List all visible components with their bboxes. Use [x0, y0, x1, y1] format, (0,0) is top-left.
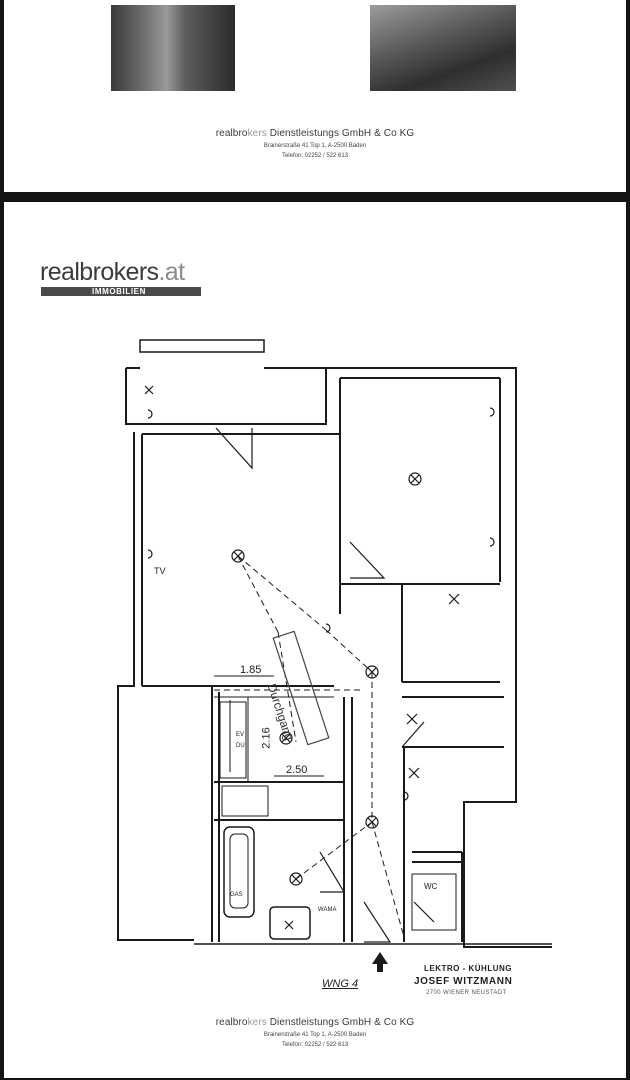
- wiring-lines: [214, 555, 405, 938]
- stamp-line-2: JOSEF WITZMANN: [414, 976, 513, 987]
- page-footer: realbrokers Dienstleistungs GmbH & Co KG…: [4, 128, 626, 159]
- light-fixtures: [231, 472, 422, 886]
- outer-wall-east: [264, 367, 552, 948]
- tv-outlet-label: TV: [154, 566, 166, 576]
- balcony-outline: [125, 367, 327, 425]
- passage-strip: [272, 630, 330, 746]
- footer-company: realbrokers Dienstleistungs GmbH & Co KG: [215, 128, 415, 139]
- document-page-2: realbrokers.at IMMOBILIEN: [4, 202, 626, 1078]
- gas-label: GAS: [230, 892, 243, 898]
- outlet-du-label: DU: [236, 743, 245, 749]
- dimension-width-label: 1.85: [240, 664, 262, 676]
- footer-company-2: realbrokers Dienstleistungs GmbH & Co KG: [215, 1017, 415, 1028]
- balcony-wall: [139, 339, 265, 353]
- outer-wall-west: [117, 432, 194, 941]
- realbrokers-logo: realbrokers.at IMMOBILIEN: [40, 260, 201, 296]
- footer-address-2: Brainerstraße 41 Top 1, A-2500 Baden: [263, 1032, 367, 1038]
- footer-phone: Telefon: 02252 / 522 613: [281, 153, 349, 159]
- stamp-line-3: 2700 WIENER NEUSTADT: [426, 990, 507, 996]
- entrance-arrow-icon: [372, 952, 388, 972]
- dimension-kitchen-label: 2.50: [286, 764, 308, 776]
- document-page-1: realbrokers Dienstleistungs GmbH & Co KG…: [4, 0, 626, 192]
- footer-phone-2: Telefon: 02252 / 522 613: [281, 1042, 349, 1048]
- wc-label: WC: [424, 882, 438, 891]
- floor-plan: [117, 339, 552, 972]
- stamp-line-1: LEKTRO - KÜHLUNG: [424, 964, 512, 973]
- page-footer-2: realbrokers Dienstleistungs GmbH & Co KG…: [4, 1017, 626, 1048]
- hallway-photo: [111, 5, 235, 91]
- dimension-height-label: 2.16: [260, 727, 273, 749]
- bathroom-photo: [370, 5, 516, 91]
- washing-machine-label: WAMA: [318, 907, 337, 913]
- apartment-number-label: WNG 4: [322, 978, 359, 990]
- outlet-ev-label: EV: [236, 732, 245, 738]
- footer-address: Brainerstraße 41 Top 1, A-2500 Baden: [263, 143, 367, 149]
